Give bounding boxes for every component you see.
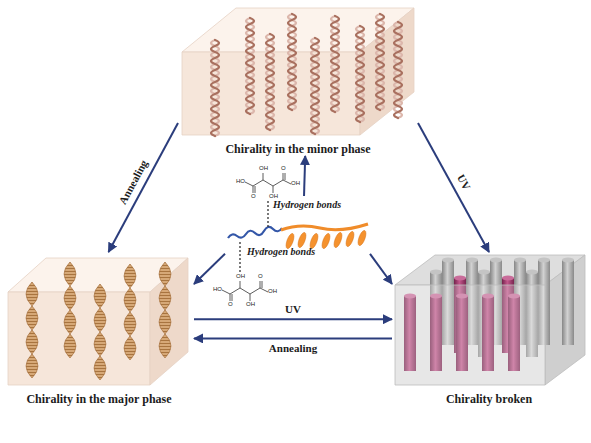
twisted-lamella [159,262,171,358]
block-side-face [360,8,414,135]
arrow-connector [418,123,489,252]
atom-label: HO [213,286,222,293]
mesogen-unit [296,231,307,248]
polymer-backbone [228,227,282,238]
arrow-connector [109,123,179,252]
atom-label: O [258,273,263,280]
mesogen-unit [344,230,355,247]
edge-label: UV [285,303,301,315]
phase-block: Chirality broken [392,252,586,412]
atom-label: HO [236,178,245,185]
block-side-face [545,255,585,385]
tartaric-acid-skeleton [245,173,291,193]
arrow-connector [304,156,305,196]
arrow-connector [370,254,392,284]
atom-label: OH [259,165,268,172]
mesogen-unit [356,229,367,246]
atom-label: O [251,193,256,200]
mesogen-backbone [281,224,368,230]
helix [266,34,274,130]
arrow-connector [194,254,225,284]
helix [311,38,319,134]
mesogen-unit [332,231,343,248]
helix [331,16,339,112]
helix [211,40,219,136]
twisted-lamella [124,264,136,360]
helix [246,18,254,114]
edge-label: Annealing [269,342,317,354]
edge-label: Annealing [116,158,149,206]
phase-block: Chirality in the major phase [4,252,194,412]
atom-label: O [228,301,233,308]
hydrogen-bond-line [239,242,240,272]
atom-label: O [281,165,286,172]
helix [376,14,384,110]
block-side-face [150,258,188,385]
atom-label: OH [246,301,255,308]
tartaric-acid-skeleton [222,281,268,301]
atom-label: OH [268,288,277,295]
hydrogen-bond-line [267,201,268,227]
phase-block: Chirality in the minor phase [178,6,418,156]
helix [288,14,296,110]
bond-label: Hydrogen bonds [247,246,315,257]
twisted-lamella [94,284,106,380]
molecule-group: Hydrogen bondsHydrogen bonds [225,196,370,264]
phase-caption: Chirality in the major phase [4,392,194,407]
helix [356,26,364,122]
block-back-fill [395,285,545,385]
block-front-face [395,285,545,385]
atom-label: OH [291,180,300,187]
twisted-lamella [64,262,76,358]
twisted-lamella [26,282,38,378]
edge-label: UV [455,172,473,192]
atom-label: OH [236,273,245,280]
mesogen-unit [320,232,331,249]
atom-label: OH [269,193,278,200]
phase-caption: Chirality in the minor phase [178,142,418,157]
arrow-connector [194,337,392,339]
arrow-connector [194,318,392,320]
bond-label: Hydrogen bonds [273,199,341,210]
helix [394,22,402,118]
phase-caption: Chirality broken [392,392,586,407]
gray-cylinder [562,258,574,346]
